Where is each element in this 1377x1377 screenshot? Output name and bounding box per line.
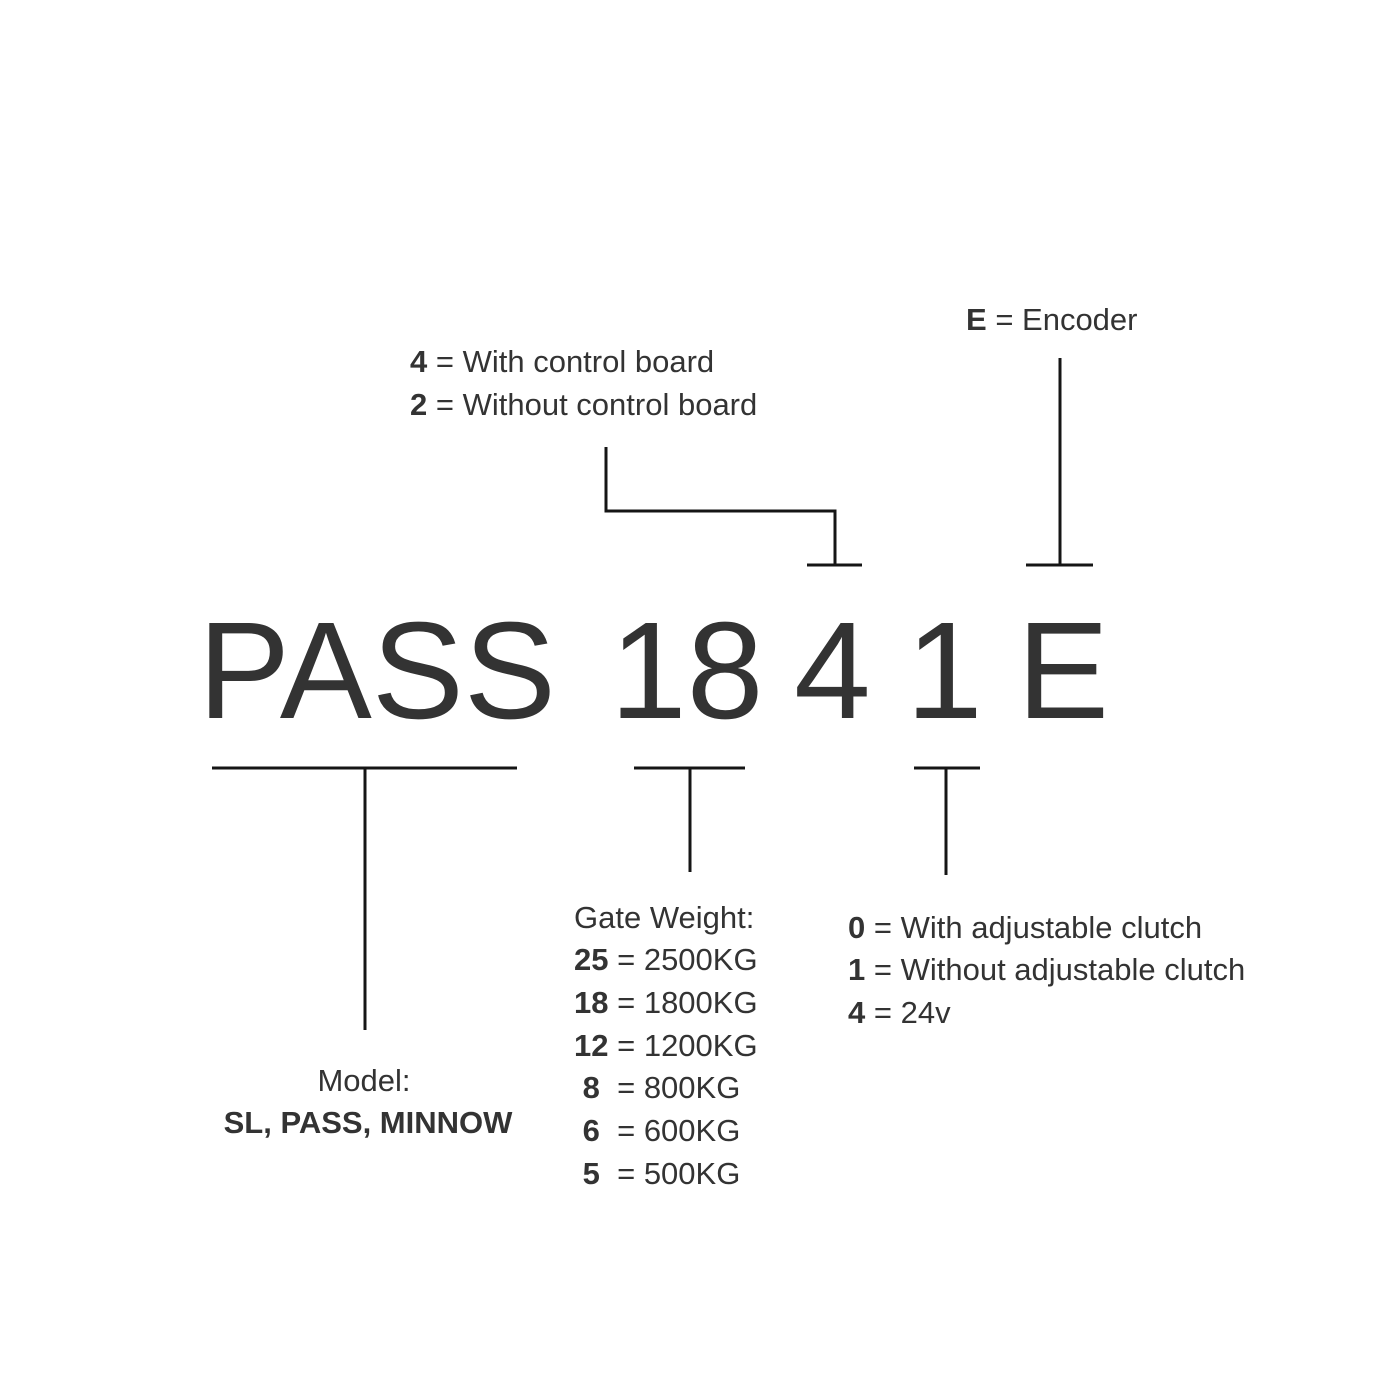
clutch-option: 0 = With adjustable clutch — [848, 910, 1203, 945]
weight-option: 5 = 500KG — [574, 1156, 741, 1191]
code-weight: 18 — [610, 594, 764, 748]
clutch-option: 1 = Without adjustable clutch — [848, 952, 1246, 987]
code-encoder: E — [1017, 594, 1110, 748]
weight-option: 6 = 600KG — [574, 1113, 741, 1148]
board-connector — [604, 447, 837, 565]
weight-option: 18 = 1800KG — [574, 985, 758, 1020]
encoder-option: E = Encoder — [966, 302, 1138, 337]
weight-option: 8 = 800KG — [574, 1070, 741, 1105]
weight-title: Gate Weight: — [574, 900, 755, 935]
weight-option: 25 = 2500KG — [574, 942, 758, 977]
code-board: 4 — [794, 594, 871, 748]
board-option: 4 = With control board — [410, 344, 715, 379]
model-values: SL, PASS, MINNOW — [223, 1105, 513, 1140]
model-title: Model: — [317, 1063, 411, 1098]
code-clutch: 1 — [906, 594, 983, 748]
board-option: 2 = Without control board — [410, 387, 758, 422]
weight-option: 12 = 1200KG — [574, 1028, 758, 1063]
clutch-option: 4 = 24v — [848, 995, 951, 1030]
code-model: PASS — [198, 594, 556, 748]
